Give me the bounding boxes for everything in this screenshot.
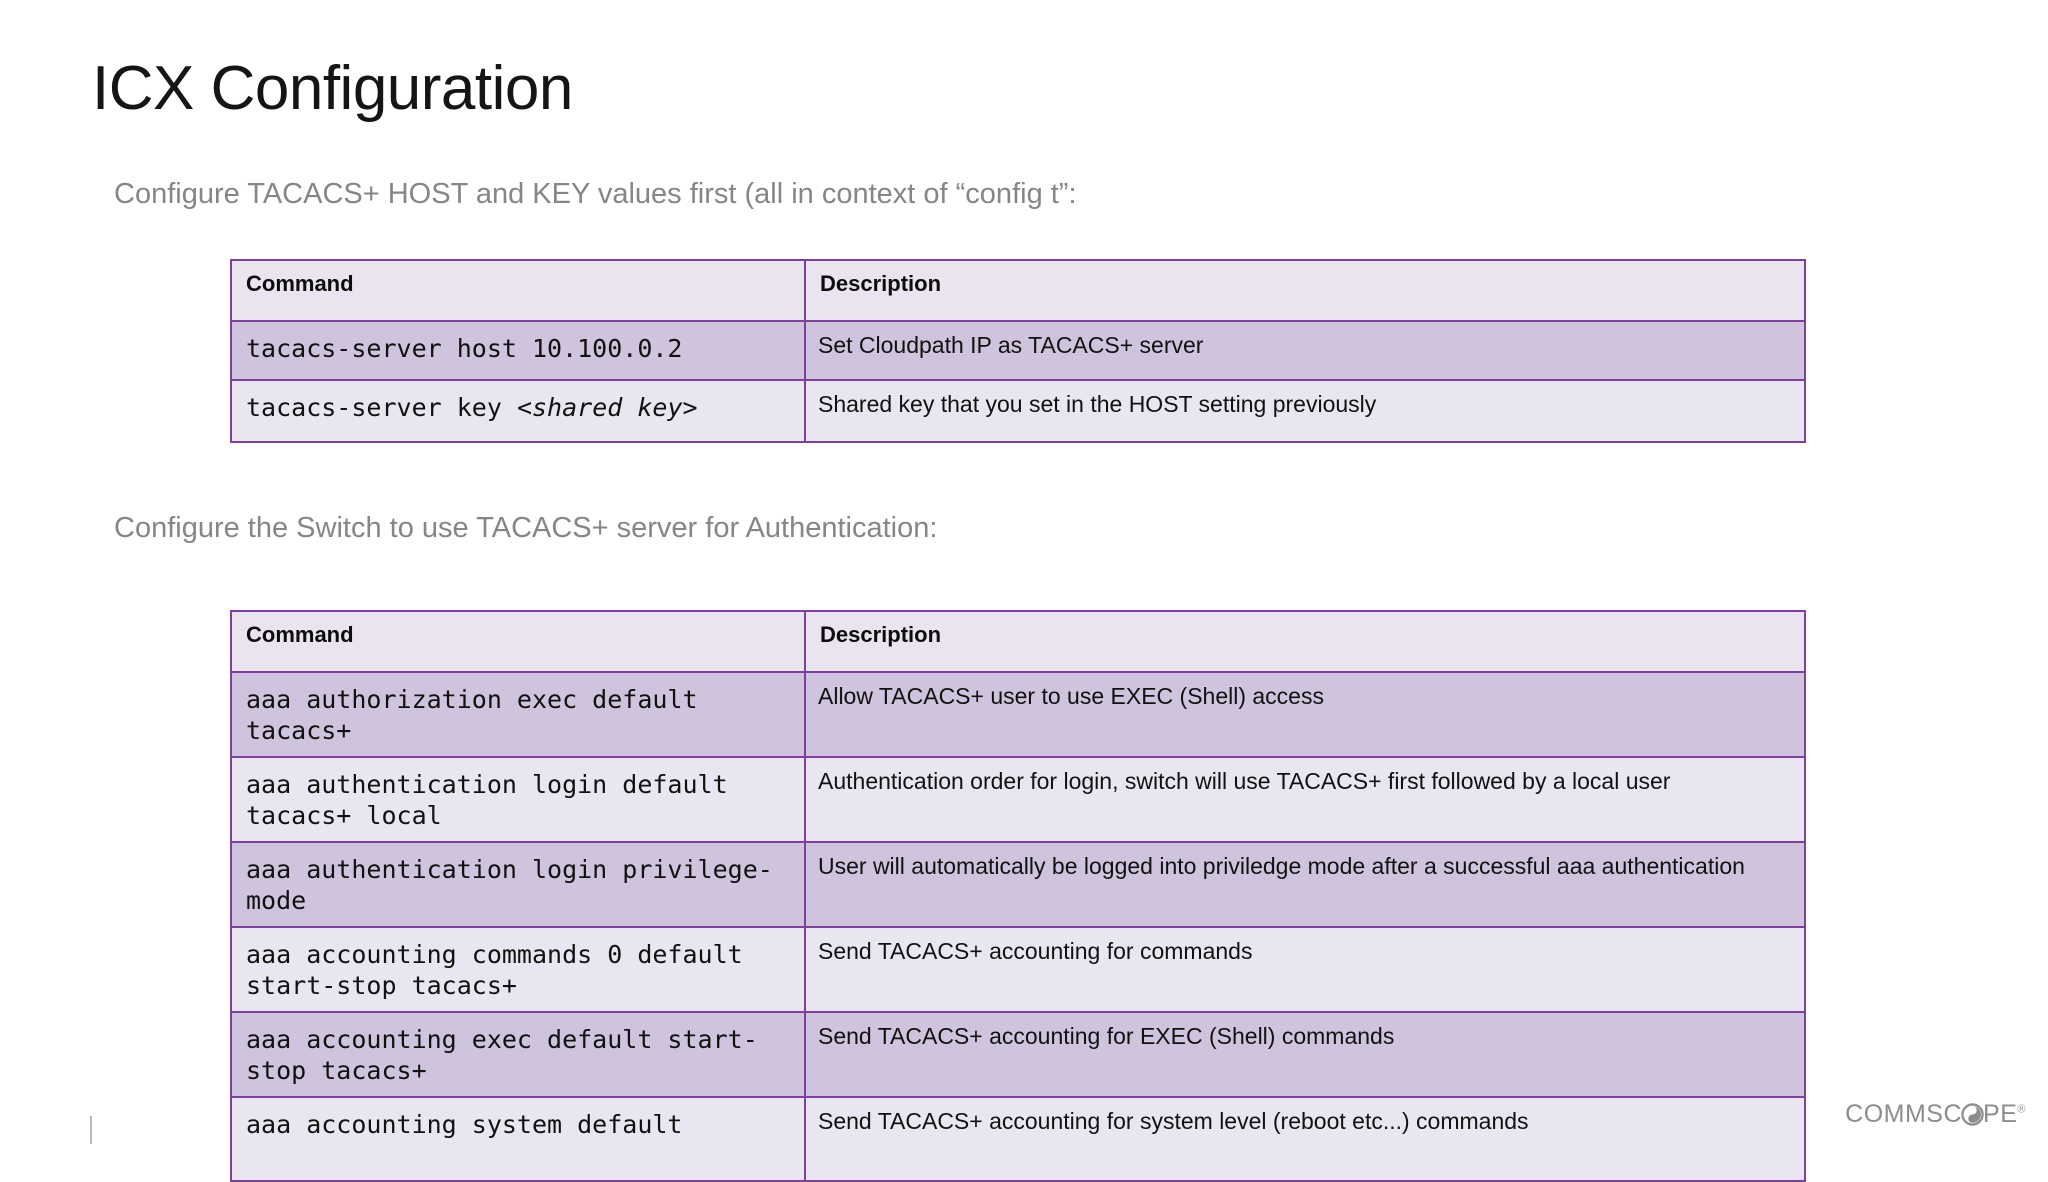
- table-row: aaa authentication login privilege-mode …: [230, 841, 1806, 928]
- cell-command: aaa authentication login privilege-mode: [230, 841, 806, 928]
- description-text: Send TACACS+ accounting for commands: [818, 938, 1253, 964]
- command-text: tacacs-server key <shared key>: [232, 381, 804, 434]
- command-text-main: tacacs-server key: [246, 393, 517, 422]
- slide-canvas: ICX Configuration Configure TACACS+ HOST…: [90, 54, 2026, 1182]
- column-header-command: Command: [230, 610, 806, 673]
- command-text: aaa accounting commands 0 default start-…: [246, 940, 758, 1000]
- cell-description: Set Cloudpath IP as TACACS+ server: [804, 320, 1806, 381]
- description-text: Set Cloudpath IP as TACACS+ server: [818, 332, 1204, 358]
- commscope-logo-part-1: COMMSC: [1845, 1099, 1963, 1128]
- cell-command: aaa accounting system default: [230, 1096, 806, 1182]
- cell-description: Shared key that you set in the HOST sett…: [804, 379, 1806, 443]
- left-margin-tick: [90, 1116, 92, 1144]
- column-header-description-label: Description: [820, 271, 942, 296]
- commscope-logo-part-2: PE: [1983, 1099, 2018, 1128]
- table-header-row: Command Description: [230, 259, 1806, 322]
- command-text: aaa authentication login default tacacs+…: [246, 770, 743, 830]
- column-header-command-label: Command: [246, 622, 354, 647]
- table-row: aaa accounting commands 0 default start-…: [230, 926, 1806, 1013]
- lead-paragraph-authentication: Configure the Switch to use TACACS+ serv…: [114, 512, 938, 544]
- cell-command: tacacs-server key <shared key>: [230, 379, 806, 443]
- description-text: Send TACACS+ accounting for system level…: [818, 1108, 1529, 1134]
- cell-description: User will automatically be logged into p…: [804, 841, 1806, 928]
- cell-description: Send TACACS+ accounting for system level…: [804, 1096, 1806, 1182]
- table-row: aaa authorization exec default tacacs+ A…: [230, 671, 1806, 758]
- column-header-command: Command: [230, 259, 806, 322]
- cell-description: Send TACACS+ accounting for EXEC (Shell)…: [804, 1011, 1806, 1098]
- table-header-row: Command Description: [230, 610, 1806, 673]
- column-header-description: Description: [804, 259, 1806, 322]
- commscope-logo-text: COMMSC PE®: [1845, 1100, 2026, 1129]
- lead-paragraph-host-key: Configure TACACS+ HOST and KEY values fi…: [114, 178, 1077, 210]
- description-text: User will automatically be logged into p…: [818, 853, 1745, 879]
- command-text: aaa accounting exec default start-stop t…: [246, 1025, 758, 1085]
- cell-command: aaa accounting exec default start-stop t…: [230, 1011, 806, 1098]
- command-text-main: tacacs-server host 10.100.0.2: [246, 334, 683, 363]
- cell-description: Allow TACACS+ user to use EXEC (Shell) a…: [804, 671, 1806, 758]
- command-text: aaa authorization exec default tacacs+: [246, 685, 713, 745]
- table-host-key: Command Description tacacs-server host 1…: [230, 259, 1806, 443]
- column-header-description-label: Description: [820, 622, 942, 647]
- description-text: Shared key that you set in the HOST sett…: [818, 391, 1377, 417]
- command-text: aaa authentication login privilege-mode: [246, 855, 773, 915]
- cell-command: aaa authentication login default tacacs+…: [230, 756, 806, 843]
- cell-command: aaa authorization exec default tacacs+: [230, 671, 806, 758]
- commscope-swirl-icon: [1961, 1102, 1984, 1126]
- command-text: aaa accounting system default: [246, 1110, 683, 1139]
- table-authentication: Command Description aaa authorization ex…: [230, 610, 1806, 1182]
- cell-command: aaa accounting commands 0 default start-…: [230, 926, 806, 1013]
- registered-trademark-symbol: ®: [2017, 1103, 2026, 1116]
- table-row: aaa authentication login default tacacs+…: [230, 756, 1806, 843]
- table-row: aaa accounting system default Send TACAC…: [230, 1096, 1806, 1182]
- cell-description: Send TACACS+ accounting for commands: [804, 926, 1806, 1013]
- table-row: aaa accounting exec default start-stop t…: [230, 1011, 1806, 1098]
- description-text: Authentication order for login, switch w…: [818, 768, 1671, 794]
- table-row: tacacs-server key <shared key> Shared ke…: [230, 379, 1806, 443]
- column-header-description: Description: [804, 610, 1806, 673]
- description-text: Allow TACACS+ user to use EXEC (Shell) a…: [818, 683, 1324, 709]
- page-title: ICX Configuration: [92, 54, 573, 123]
- commscope-logo: COMMSC PE®: [1830, 1094, 2026, 1134]
- command-text-placeholder: <shared key>: [516, 393, 698, 422]
- column-header-command-label: Command: [246, 271, 354, 296]
- description-text: Send TACACS+ accounting for EXEC (Shell)…: [818, 1023, 1395, 1049]
- cell-command: tacacs-server host 10.100.0.2: [230, 320, 806, 381]
- table-row: tacacs-server host 10.100.0.2 Set Cloudp…: [230, 320, 1806, 381]
- command-text: tacacs-server host 10.100.0.2: [232, 322, 804, 375]
- cell-description: Authentication order for login, switch w…: [804, 756, 1806, 843]
